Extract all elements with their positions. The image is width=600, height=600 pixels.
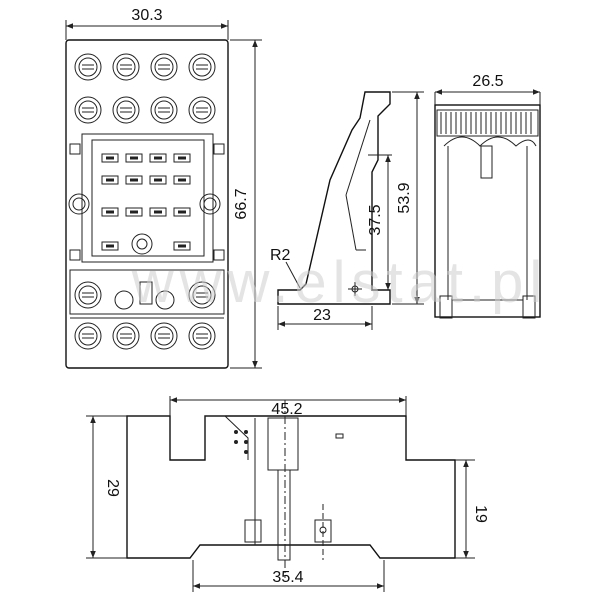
screw-terminal-icon (150, 96, 178, 124)
front-inner-height-label: 19 (472, 505, 489, 523)
relay-pin-slot (125, 175, 143, 185)
screw-terminal-icon (150, 322, 178, 350)
screw-terminal-icon (188, 322, 216, 350)
screw-terminal-icon (188, 96, 216, 124)
relay-pin-slot (125, 207, 143, 217)
screw-terminal-icon (74, 322, 102, 350)
side-base-label: 23 (313, 307, 331, 324)
relay-pin-slot (149, 175, 167, 185)
relay-pin-slot (101, 175, 119, 185)
screw-terminal-icon (188, 53, 216, 81)
front-view: 45.2 29 19 35.4 (86, 396, 489, 592)
end-width-label: 26.5 (472, 73, 503, 90)
relay-pin-slot (101, 153, 119, 163)
mounting-hole-right-icon (199, 193, 221, 215)
screw-terminal-icon (74, 96, 102, 124)
screw-terminal-icon (112, 96, 140, 124)
screw-terminal-icon (188, 281, 216, 309)
screw-terminals (74, 53, 216, 350)
front-height-label: 29 (104, 479, 121, 497)
screw-terminal-icon (74, 53, 102, 81)
relay-pin-slot (101, 207, 119, 217)
screw-terminal-icon (74, 281, 102, 309)
top-view: 30.3 66.7 (65, 7, 262, 369)
relay-pin-slot (149, 153, 167, 163)
relay-pin-grid (101, 153, 191, 251)
center-hole-icon (131, 233, 153, 255)
screw-terminal-icon (112, 322, 140, 350)
relay-pin-slot (173, 153, 191, 163)
mounting-hole-left-icon (68, 193, 90, 215)
screw-terminal-icon (150, 53, 178, 81)
side-height-label: 53.9 (396, 182, 413, 213)
top-width-label: 30.3 (131, 7, 162, 24)
side-inner-height-label: 37.5 (367, 204, 384, 235)
front-base-width-label: 35.4 (272, 569, 303, 586)
relay-pin-slot (149, 207, 167, 217)
end-view-ribs (440, 112, 532, 134)
relay-pin-slot (173, 207, 191, 217)
radius-label: R2 (270, 247, 291, 264)
end-view: 26.5 (434, 73, 541, 319)
watermark: www.elstat.pl (131, 250, 548, 315)
screw-terminal-icon (112, 53, 140, 81)
relay-pin-slot (101, 241, 119, 251)
relay-pin-slot (173, 241, 191, 251)
front-width-label: 45.2 (271, 401, 302, 418)
top-height-label: 66.7 (233, 188, 250, 219)
side-view: 53.9 37.5 23 R2 (270, 91, 424, 330)
relay-pin-slot (125, 153, 143, 163)
relay-pin-slot (173, 175, 191, 185)
